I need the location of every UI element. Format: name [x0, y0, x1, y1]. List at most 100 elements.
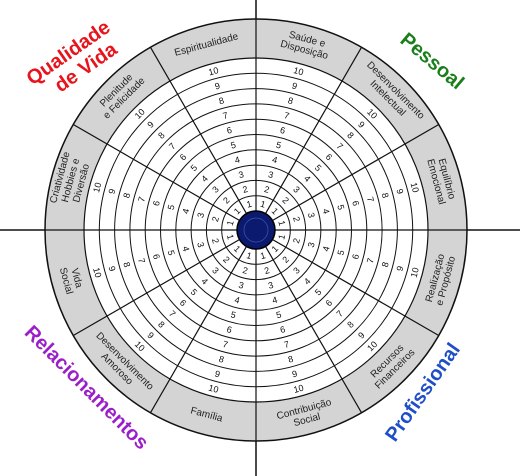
- scale-number: 2: [221, 195, 232, 206]
- scale-number: 4: [234, 295, 241, 306]
- scale-number: 10: [207, 383, 219, 395]
- scale-number: 10: [292, 65, 304, 77]
- scale-number: 8: [380, 261, 391, 268]
- scale-number: 9: [291, 81, 298, 92]
- scale-number: 6: [324, 152, 335, 163]
- scale-number: 10: [91, 266, 103, 278]
- scale-number: 6: [226, 125, 233, 136]
- scale-number: 6: [350, 200, 361, 207]
- scale-number: 6: [279, 324, 286, 335]
- scale-number: 3: [237, 169, 244, 180]
- scale-number: 10: [409, 181, 421, 193]
- scale-number: 4: [234, 154, 241, 165]
- scale-number: 6: [324, 298, 335, 309]
- scale-number: 1: [270, 244, 281, 255]
- scale-number: 2: [221, 254, 232, 265]
- segment-divider: [149, 46, 248, 214]
- segment-divider: [149, 246, 248, 414]
- scale-number: 1: [276, 233, 287, 240]
- scale-number: 2: [263, 184, 270, 195]
- scale-number: 2: [280, 254, 291, 265]
- segment-divider: [272, 123, 440, 222]
- scale-number: 7: [167, 308, 178, 319]
- scale-number: 1: [225, 233, 236, 240]
- scale-number: 3: [195, 211, 206, 218]
- scale-number: 9: [394, 265, 405, 272]
- scale-number: 7: [222, 339, 229, 350]
- scale-number: 1: [232, 244, 243, 255]
- scale-number: 9: [107, 265, 118, 272]
- scale-number: 4: [199, 276, 210, 287]
- scale-number: 10: [409, 266, 421, 278]
- segment-divider: [272, 238, 440, 337]
- scale-number: 8: [345, 319, 356, 330]
- scale-number: 10: [207, 65, 219, 77]
- scale-number: 5: [166, 249, 177, 256]
- scale-number: 5: [275, 309, 282, 320]
- scale-number: 1: [225, 219, 236, 226]
- scale-number: 1: [259, 199, 266, 210]
- scale-number: 3: [291, 184, 302, 195]
- scale-number: 9: [107, 188, 118, 195]
- scale-number: 3: [267, 169, 274, 180]
- scale-number: 3: [237, 280, 244, 291]
- scale-number: 7: [283, 110, 290, 121]
- segment-divider: [264, 246, 363, 414]
- scale-number: 3: [267, 280, 274, 291]
- scale-number: 8: [218, 95, 225, 106]
- scale-number: 7: [283, 339, 290, 350]
- scale-number: 7: [167, 141, 178, 152]
- scale-number: 5: [189, 163, 200, 174]
- scale-number: 1: [245, 250, 252, 261]
- scale-number: 9: [145, 119, 156, 130]
- segment-label-line: Vida: [68, 267, 84, 289]
- scale-number: 9: [394, 188, 405, 195]
- scale-number: 9: [214, 81, 221, 92]
- scale-number: 10: [91, 181, 103, 193]
- scale-number: 4: [271, 154, 278, 165]
- scale-number: 1: [270, 206, 281, 217]
- scale-number: 2: [210, 215, 221, 222]
- scale-number: 4: [180, 245, 191, 252]
- scale-number: 5: [230, 140, 237, 151]
- scale-number: 4: [302, 173, 313, 184]
- scale-number: 6: [151, 253, 162, 260]
- scale-number: 8: [287, 354, 294, 365]
- scale-number: 3: [306, 241, 317, 248]
- scale-number: 8: [218, 354, 225, 365]
- scale-number: 9: [356, 330, 367, 341]
- scale-number: 4: [302, 276, 313, 287]
- center-hub: [236, 210, 276, 250]
- scale-number: 8: [121, 261, 132, 268]
- center-hub-inner-ring: [243, 217, 269, 243]
- scale-number: 7: [365, 196, 376, 203]
- scale-number: 1: [259, 250, 266, 261]
- segment-divider: [72, 123, 240, 222]
- scale-number: 4: [180, 208, 191, 215]
- scale-number: 6: [226, 324, 233, 335]
- scale-number: 10: [292, 383, 304, 395]
- scale-number: 4: [271, 295, 278, 306]
- scale-number: 2: [291, 237, 302, 244]
- scale-number: 5: [335, 249, 346, 256]
- scale-number: 8: [121, 192, 132, 199]
- scale-number: 7: [136, 257, 147, 264]
- scale-number: 4: [321, 208, 332, 215]
- segment-divider: [264, 46, 363, 214]
- scale-number: 5: [313, 163, 324, 174]
- scale-number: 9: [356, 119, 367, 130]
- scale-number: 6: [151, 200, 162, 207]
- scale-number: 7: [334, 308, 345, 319]
- scale-number: 3: [291, 265, 302, 276]
- scale-number: 2: [241, 184, 248, 195]
- scale-number: 8: [345, 130, 356, 141]
- scale-number: 1: [232, 206, 243, 217]
- scale-number: 6: [178, 152, 189, 163]
- scale-number: 6: [178, 298, 189, 309]
- scale-number: 5: [335, 204, 346, 211]
- scale-number: 8: [156, 130, 167, 141]
- scale-number: 7: [222, 110, 229, 121]
- scale-number: 5: [313, 287, 324, 298]
- scale-number: 8: [156, 319, 167, 330]
